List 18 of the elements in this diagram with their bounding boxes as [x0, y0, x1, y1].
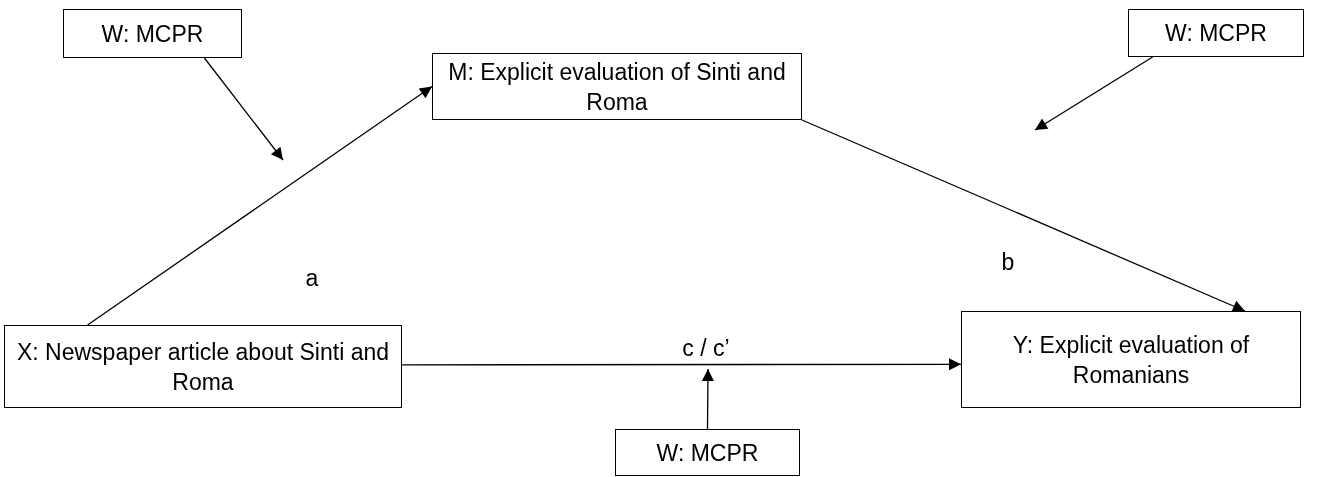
variable-box [4, 325, 402, 408]
arrow [401, 358, 962, 371]
variable-box [1128, 9, 1304, 57]
variable-box [432, 53, 802, 120]
box-label: M: Explicit evaluation of Sinti and Roma [447, 57, 787, 117]
variable-box [961, 311, 1301, 408]
arrow [701, 368, 714, 430]
box-label: X: Newspaper article about Sinti and Roma [15, 337, 390, 397]
variable-box [615, 429, 800, 476]
arrow [86, 85, 433, 326]
box-label: W: MCPR [1165, 19, 1267, 48]
box-label: W: MCPR [656, 438, 759, 468]
arrow [203, 57, 284, 161]
box-label: W: MCPR [101, 19, 204, 49]
arrow [801, 119, 1246, 312]
box-label: Y: Explicit evaluation of Romanians [1011, 330, 1251, 390]
arrow [1034, 56, 1154, 131]
variable-box [63, 9, 242, 58]
